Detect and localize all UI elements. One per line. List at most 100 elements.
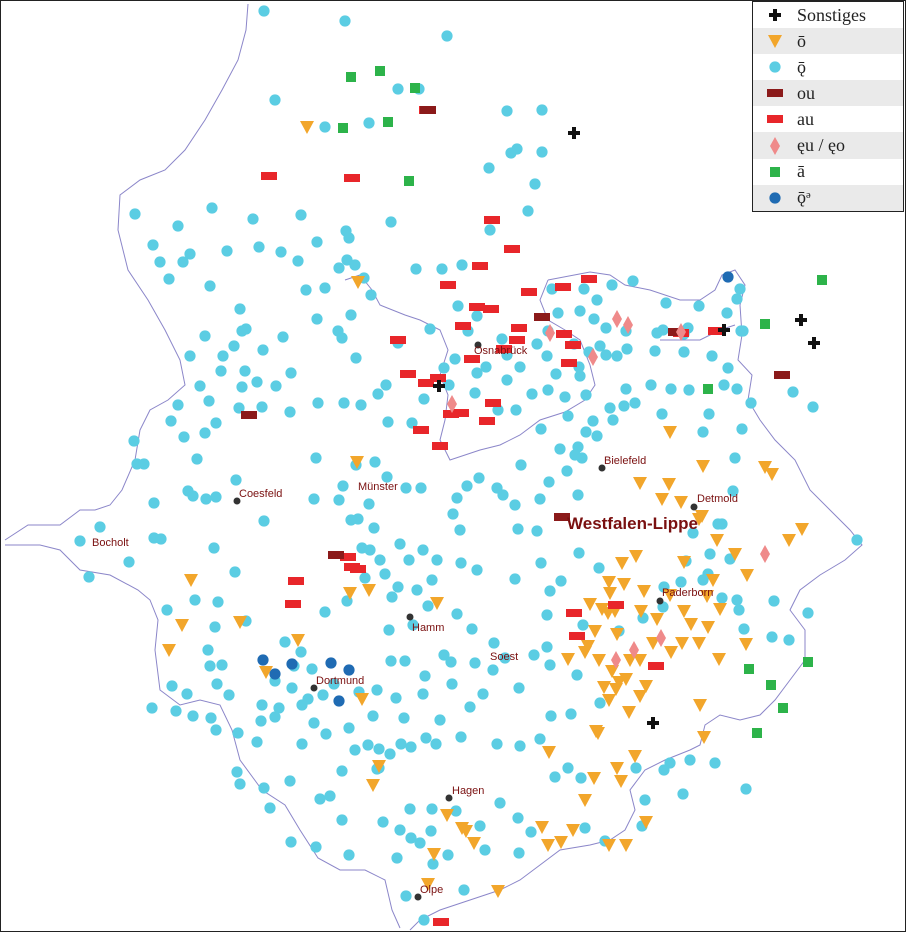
point-o-open bbox=[451, 492, 463, 504]
point-o-long bbox=[542, 746, 556, 759]
point-o-open bbox=[541, 350, 553, 362]
point-o-open bbox=[505, 147, 517, 159]
point-au bbox=[440, 281, 456, 289]
point-au bbox=[509, 336, 525, 344]
point-au bbox=[561, 359, 577, 367]
legend-item-sonstiges: Sonstiges bbox=[753, 2, 903, 28]
point-o-open bbox=[328, 678, 340, 690]
point-o-open bbox=[639, 794, 651, 806]
point-eu bbox=[676, 323, 686, 341]
point-o-open bbox=[787, 386, 799, 398]
city-label-bocholt: Bocholt bbox=[92, 537, 129, 549]
point-o-open bbox=[270, 380, 282, 392]
point-o-open bbox=[148, 497, 160, 509]
point-o-open bbox=[187, 710, 199, 722]
point-o-open bbox=[438, 649, 450, 661]
point-o-open bbox=[320, 728, 332, 740]
point-o-open bbox=[737, 325, 749, 337]
point-o-long bbox=[639, 816, 653, 829]
point-o-open bbox=[531, 525, 543, 537]
point-o-open bbox=[221, 245, 233, 257]
point-o-open bbox=[284, 406, 296, 418]
point-o-long bbox=[351, 276, 365, 289]
point-o-long bbox=[697, 731, 711, 744]
point-o-long bbox=[700, 590, 714, 603]
point-o-open bbox=[425, 825, 437, 837]
point-o-open bbox=[734, 283, 746, 295]
point-o-long bbox=[646, 637, 660, 650]
point-o-open bbox=[422, 600, 434, 612]
point-o-open bbox=[580, 389, 592, 401]
point-o-open bbox=[471, 367, 483, 379]
city-markers: Osnabrück Bielefeld Detmold Coesfeld Mün… bbox=[92, 341, 738, 901]
point-o-open bbox=[407, 619, 419, 631]
point-eu bbox=[447, 395, 457, 413]
point-o-open bbox=[230, 474, 242, 486]
circle-icon bbox=[769, 61, 781, 73]
point-o-open bbox=[578, 283, 590, 295]
point-o-open bbox=[400, 482, 412, 494]
point-o-open bbox=[228, 340, 240, 352]
point-a-long bbox=[383, 117, 393, 127]
point-o-open bbox=[319, 121, 331, 133]
point-eu bbox=[588, 348, 598, 366]
point-o-open bbox=[736, 423, 748, 435]
point-o-open bbox=[575, 772, 587, 784]
city-label-hamm: Hamm bbox=[412, 622, 444, 634]
point-o-open bbox=[488, 637, 500, 649]
point-o-open bbox=[392, 581, 404, 593]
point-o-open bbox=[445, 656, 457, 668]
triangle-icon bbox=[768, 35, 782, 49]
point-o-open bbox=[161, 604, 173, 616]
point-o-open bbox=[411, 584, 423, 596]
point-o-schwa bbox=[722, 271, 734, 283]
circle-mark bbox=[769, 61, 781, 73]
point-a-long bbox=[752, 728, 762, 738]
region-label: Westfalen-Lippe bbox=[567, 514, 698, 533]
point-o-open bbox=[544, 585, 556, 597]
point-eu bbox=[611, 651, 621, 669]
point-o-open bbox=[531, 338, 543, 350]
point-o-open bbox=[494, 797, 506, 809]
point-o-open bbox=[364, 544, 376, 556]
point-o-open bbox=[203, 395, 215, 407]
point-o-open bbox=[405, 832, 417, 844]
point-o-open bbox=[394, 824, 406, 836]
point-o-open bbox=[379, 568, 391, 580]
point-o-open bbox=[731, 293, 743, 305]
point-o-open bbox=[469, 387, 481, 399]
point-eu bbox=[545, 324, 555, 342]
point-o-open bbox=[501, 374, 513, 386]
point-au bbox=[566, 609, 582, 617]
point-a-long bbox=[703, 384, 713, 394]
point-a-long bbox=[778, 703, 788, 713]
point-o-long bbox=[614, 775, 628, 788]
point-o-open bbox=[513, 682, 525, 694]
point-o-open bbox=[438, 362, 450, 374]
point-o-long bbox=[554, 836, 568, 849]
point-o-open bbox=[606, 279, 618, 291]
point-o-long bbox=[350, 456, 364, 469]
point-o-open bbox=[172, 220, 184, 232]
point-o-open bbox=[231, 766, 243, 778]
point-o-open bbox=[487, 664, 499, 676]
point-o-long bbox=[603, 587, 617, 600]
point-o-long bbox=[696, 460, 710, 473]
point-o-open bbox=[522, 205, 534, 217]
point-o-long bbox=[581, 640, 595, 653]
point-au bbox=[285, 600, 301, 608]
point-o-open bbox=[471, 564, 483, 576]
point-o-open bbox=[683, 384, 695, 396]
point-o-open bbox=[394, 538, 406, 550]
point-o-open bbox=[697, 426, 709, 438]
point-o-open bbox=[395, 738, 407, 750]
point-o-open bbox=[234, 778, 246, 790]
point-o-long bbox=[633, 654, 647, 667]
point-o-open bbox=[236, 325, 248, 337]
circle-mark bbox=[769, 192, 781, 204]
point-o-open bbox=[333, 262, 345, 274]
point-o-schwa bbox=[333, 695, 345, 707]
point-o-open bbox=[269, 94, 281, 106]
point-o-long bbox=[300, 121, 314, 134]
city-dot-olpe bbox=[414, 893, 422, 901]
